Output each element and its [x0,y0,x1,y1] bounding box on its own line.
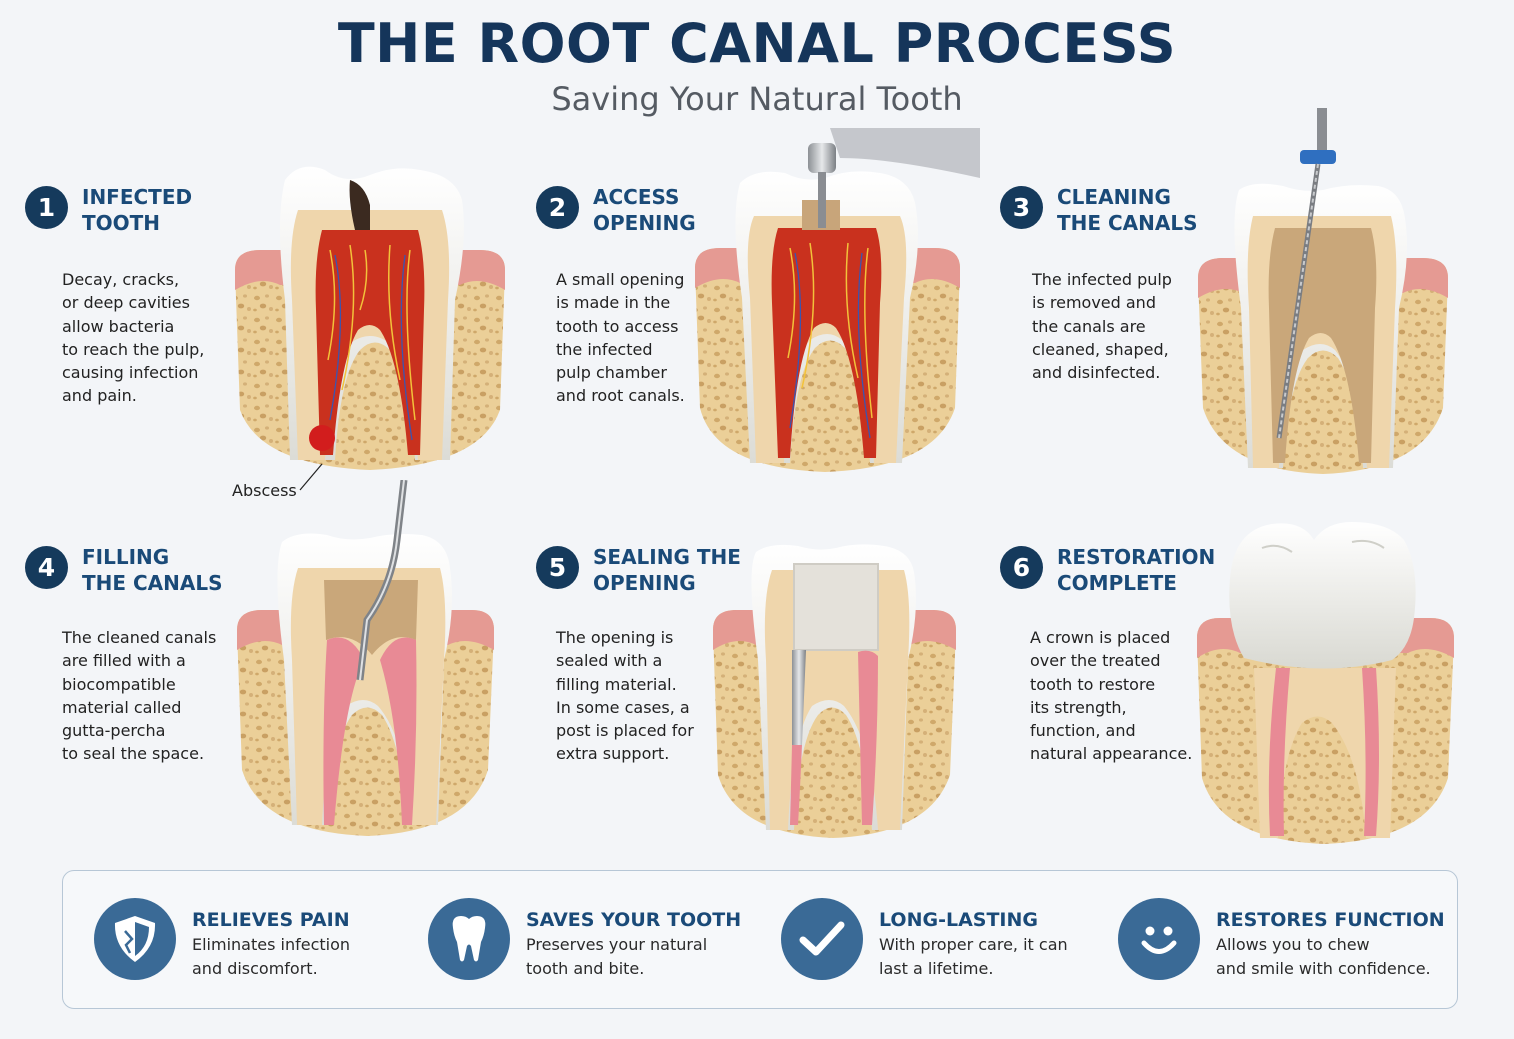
abscess-label: Abscess [232,481,297,500]
page-title: THE ROOT CANAL PROCESS [337,12,1177,75]
filling-canals-illustration [237,480,494,836]
step-1-badge: 1 [25,186,68,229]
shield-icon [94,898,176,980]
step-3-badge: 3 [1000,186,1043,229]
benefit-title: LONG-LASTING [879,909,1038,931]
page-subtitle: Saving Your Natural Tooth [551,80,963,118]
benefit-title: RELIEVES PAIN [192,909,350,931]
step-6-badge: 6 [1000,546,1043,589]
access-opening-illustration [695,128,980,472]
cleaning-canals-illustration [1198,108,1448,474]
smiley-icon [1118,898,1200,980]
checkmark-icon [781,898,863,980]
infected-tooth-illustration [235,166,505,470]
restoration-complete-illustration [1197,522,1454,844]
benefit-title: RESTORES FUNCTION [1216,909,1445,931]
benefit-title: SAVES YOUR TOOTH [526,909,742,931]
sealing-opening-illustration [713,544,956,838]
step-4-badge: 4 [25,546,68,589]
tooth-icon [428,898,510,980]
step-5-badge: 5 [536,546,579,589]
step-2-badge: 2 [536,186,579,229]
abscess-leader-line [299,463,323,491]
